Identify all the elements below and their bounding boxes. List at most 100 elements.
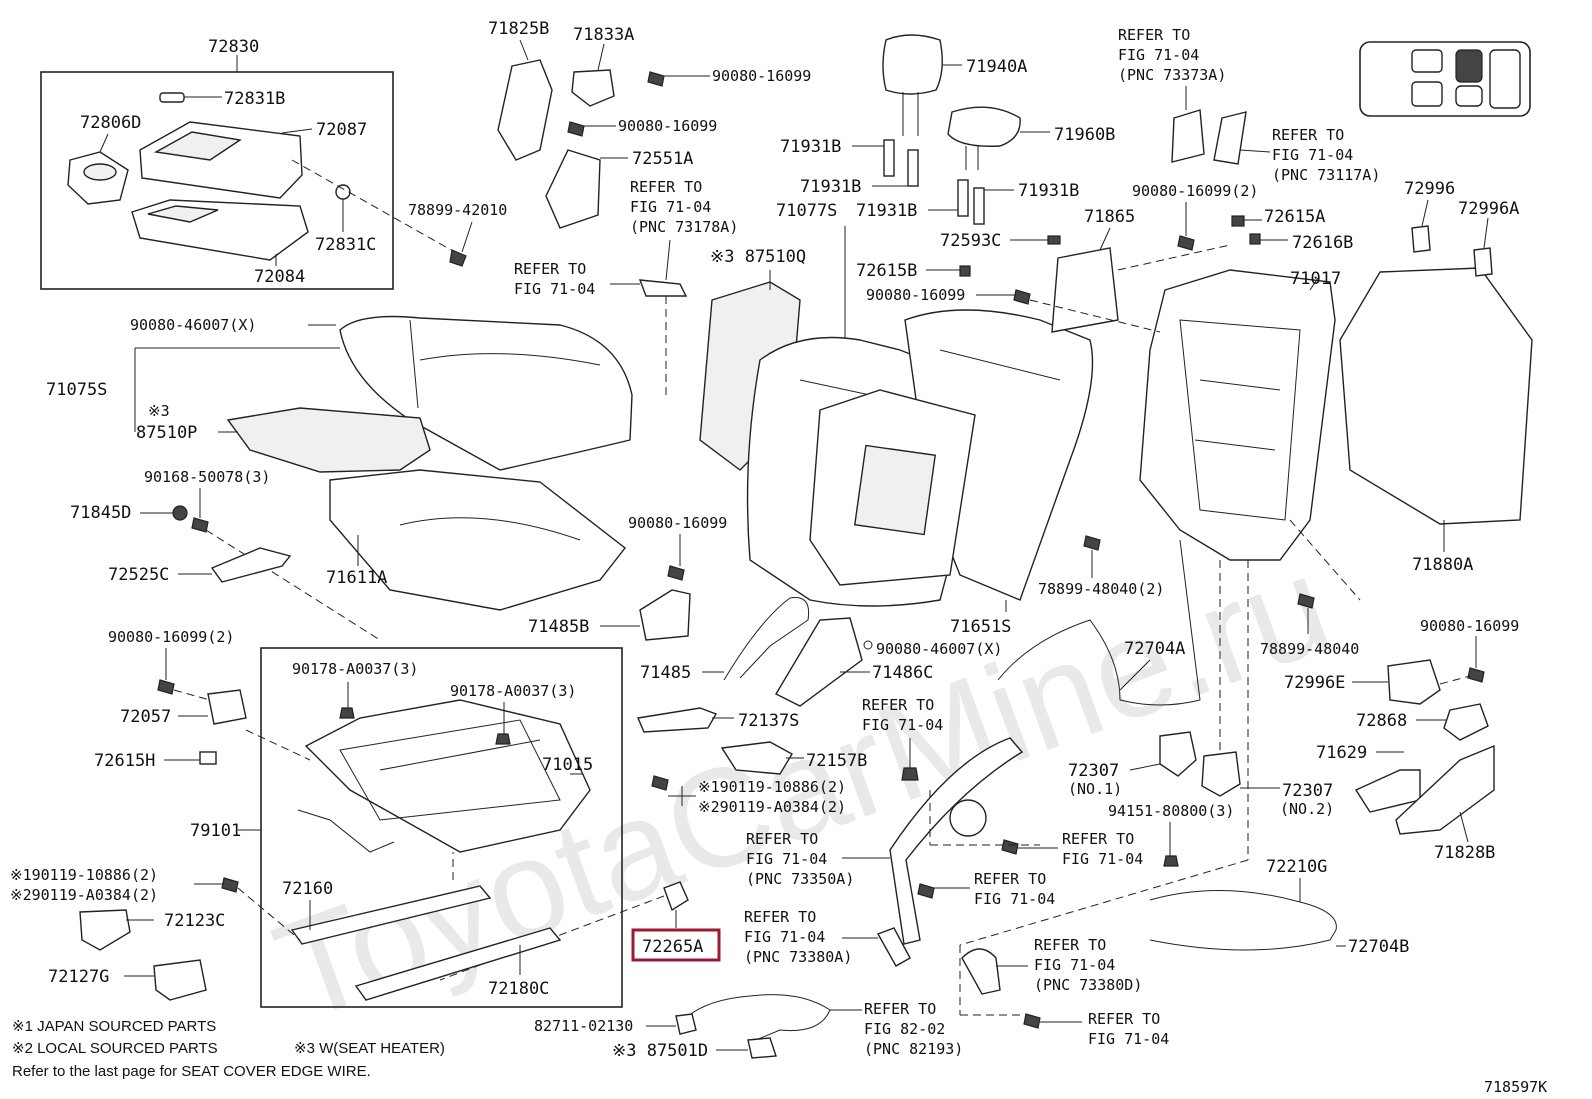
part-71017[interactable] (1139, 269, 1336, 561)
bolt-190119-a[interactable] (651, 775, 669, 791)
bolt-90080-16099-2a[interactable] (1177, 235, 1195, 251)
part-72525C[interactable] (210, 547, 292, 583)
label-71931B-b: 71931B (800, 177, 861, 197)
label-72157B: 72157B (806, 751, 867, 771)
part-71865[interactable] (1051, 247, 1119, 333)
part-71845D[interactable] (172, 505, 188, 521)
part-71485[interactable] (723, 596, 810, 681)
part-72704B[interactable] (1149, 929, 1337, 951)
part-72307-no1[interactable] (1159, 731, 1197, 777)
bolt-90080-16099-a[interactable] (647, 71, 665, 87)
label-71077S: 71077S (776, 201, 837, 221)
part-73178A[interactable] (638, 279, 688, 297)
part-71486C[interactable] (775, 617, 863, 707)
part-71485B[interactable] (639, 589, 691, 641)
part-72831B[interactable] (159, 92, 185, 103)
part-72615B[interactable] (959, 265, 971, 277)
label-90080-16099-a: 90080-16099 (712, 67, 811, 85)
part-72084[interactable] (131, 199, 309, 261)
seat-belt[interactable] (889, 737, 1024, 945)
refer-fig71-c[interactable]: REFER TO FIG 71-04 (1062, 830, 1143, 868)
part-71931B-a[interactable] (883, 139, 895, 177)
nut-90178-a[interactable] (339, 707, 355, 719)
part-71611A[interactable] (329, 469, 626, 611)
belt-retractor[interactable] (949, 799, 987, 837)
part-72210G[interactable] (1149, 889, 1337, 931)
highlight-box-72265A[interactable] (631, 928, 721, 962)
wire-79101[interactable] (297, 809, 395, 853)
part-71828B[interactable] (1395, 744, 1495, 835)
refer-73380A[interactable]: REFER TO FIG 71-04 (PNC 73380A) (744, 908, 852, 966)
part-78899-42010[interactable] (449, 249, 467, 267)
part-72551A[interactable] (545, 149, 601, 229)
part-73117A[interactable] (1213, 111, 1247, 165)
part-82711-02130[interactable] (675, 1013, 697, 1035)
part-72180C[interactable] (354, 927, 562, 1001)
part-72831C[interactable] (335, 184, 351, 200)
belt-buckle[interactable] (876, 927, 911, 967)
part-72057[interactable] (207, 689, 247, 725)
nut-90178-b[interactable] (495, 733, 511, 745)
refer-73373A[interactable]: REFER TO FIG 71-04 (PNC 73373A) (1118, 26, 1226, 84)
part-71629[interactable] (1354, 769, 1421, 813)
footnote-seat-heater: ※3 W(SEAT HEATER) (294, 1040, 445, 1057)
refer-fig71-e[interactable]: REFER TO FIG 71-04 (1088, 1010, 1169, 1048)
bolt-90080-16099-c[interactable] (1013, 289, 1031, 305)
part-72996E[interactable] (1387, 659, 1441, 705)
part-72868[interactable] (1443, 703, 1489, 741)
bolt-refer-a[interactable] (901, 767, 919, 781)
part-72157B[interactable] (720, 741, 793, 775)
part-71880A[interactable] (1339, 267, 1533, 525)
bolt-90080-16099-b[interactable] (567, 121, 585, 137)
part-87510P[interactable] (226, 407, 431, 473)
refer-fig71-a[interactable]: REFER TO FIG 71-04 (514, 260, 595, 298)
bolt-refer-b[interactable] (1001, 839, 1019, 855)
part-71940A[interactable] (882, 34, 943, 95)
part-71960B[interactable] (947, 106, 1021, 147)
refer-fig71-d[interactable]: REFER TO FIG 71-04 (974, 870, 1055, 908)
part-72996A[interactable] (1473, 247, 1493, 277)
part-71931B-d[interactable] (973, 187, 985, 225)
bolt-94151-80800[interactable] (1163, 855, 1179, 867)
refer-73350A[interactable]: REFER TO FIG 71-04 (PNC 73350A) (746, 830, 854, 888)
part-72704A[interactable] (997, 539, 1201, 706)
bolt-90080-16099-e[interactable] (1467, 667, 1485, 683)
bolt-78899-48040-2[interactable] (1083, 535, 1101, 551)
refer-73380D[interactable]: REFER TO FIG 71-04 (PNC 73380D) (1034, 936, 1142, 994)
refer-73178A[interactable]: REFER TO FIG 71-04 (PNC 73178A) (630, 178, 738, 236)
part-90168-50078[interactable] (191, 517, 209, 533)
refer-leads (610, 86, 1271, 400)
refer-82193[interactable]: REFER TO FIG 82-02 (PNC 82193) (864, 1000, 963, 1058)
label-87510P-prefix: ※3 (148, 402, 170, 420)
part-71931B-b[interactable] (907, 149, 919, 187)
part-71931B-c[interactable] (957, 179, 969, 217)
part-72996[interactable] (1411, 225, 1431, 253)
bolt-refer-e[interactable] (1023, 1013, 1041, 1029)
refer-73117A[interactable]: REFER TO FIG 71-04 (PNC 73117A) (1272, 126, 1380, 184)
label-71015: 71015 (542, 755, 593, 775)
refer-fig71-b[interactable]: REFER TO FIG 71-04 (862, 696, 943, 734)
part-72593C[interactable] (1047, 235, 1061, 245)
part-73373A[interactable] (1171, 109, 1205, 163)
part-73380D[interactable] (961, 948, 1001, 995)
part-72123C[interactable] (79, 909, 131, 951)
part-72265A[interactable] (663, 881, 689, 912)
part-72137S[interactable] (637, 707, 718, 733)
part-72615H[interactable] (199, 751, 217, 765)
part-87501D[interactable] (747, 1037, 777, 1059)
bolt-refer-c[interactable] (917, 883, 935, 899)
part-72087[interactable] (139, 121, 303, 199)
label-72265A[interactable]: 72265A (642, 937, 703, 957)
harness-82193[interactable] (679, 994, 831, 1041)
bolt-90080-16099-2b[interactable] (157, 679, 175, 695)
part-72307-no2[interactable] (1201, 751, 1241, 797)
part-72615A[interactable] (1231, 215, 1245, 227)
bolt-90080-16099-d[interactable] (667, 565, 685, 581)
bolt-190119-b[interactable] (221, 877, 239, 893)
part-72127G[interactable] (153, 959, 207, 1001)
bolt-78899-48040[interactable] (1297, 593, 1315, 609)
part-71825B[interactable] (497, 59, 553, 161)
part-71833A[interactable] (571, 69, 615, 107)
part-72616B[interactable] (1249, 233, 1261, 245)
part-71015[interactable] (304, 699, 591, 853)
